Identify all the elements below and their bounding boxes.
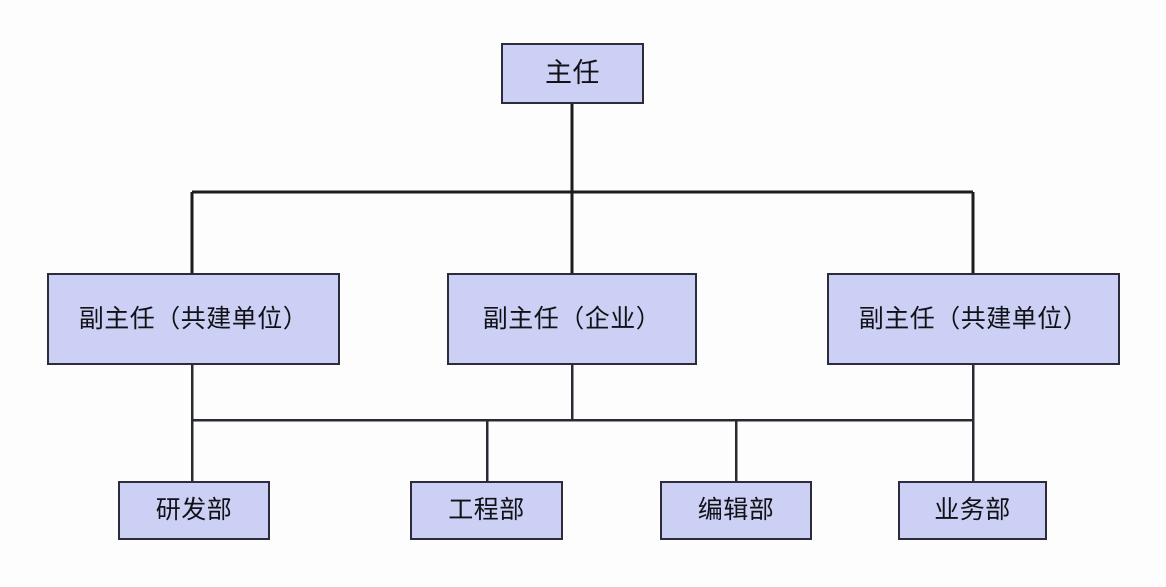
node-deputy-right[interactable]: 副主任（共建单位）: [827, 273, 1120, 365]
node-deputy-middle[interactable]: 副主任（企业）: [447, 273, 697, 365]
node-dept-engineering[interactable]: 工程部: [410, 481, 563, 540]
node-deputy-right-label: 副主任（共建单位）: [858, 304, 1089, 333]
node-deputy-left[interactable]: 副主任（共建单位）: [47, 273, 340, 365]
node-deputy-left-label: 副主任（共建单位）: [78, 304, 309, 333]
node-director[interactable]: 主任: [501, 43, 644, 104]
node-dept-editorial[interactable]: 编辑部: [660, 481, 812, 540]
node-director-label: 主任: [545, 58, 600, 88]
node-dept-rd-label: 研发部: [155, 496, 233, 524]
node-dept-business-label: 业务部: [934, 496, 1011, 524]
node-dept-business[interactable]: 业务部: [898, 481, 1047, 540]
node-dept-editorial-label: 编辑部: [697, 496, 775, 524]
node-dept-rd[interactable]: 研发部: [118, 481, 270, 540]
node-dept-engineering-label: 工程部: [448, 496, 525, 524]
node-deputy-middle-label: 副主任（企业）: [482, 304, 662, 333]
